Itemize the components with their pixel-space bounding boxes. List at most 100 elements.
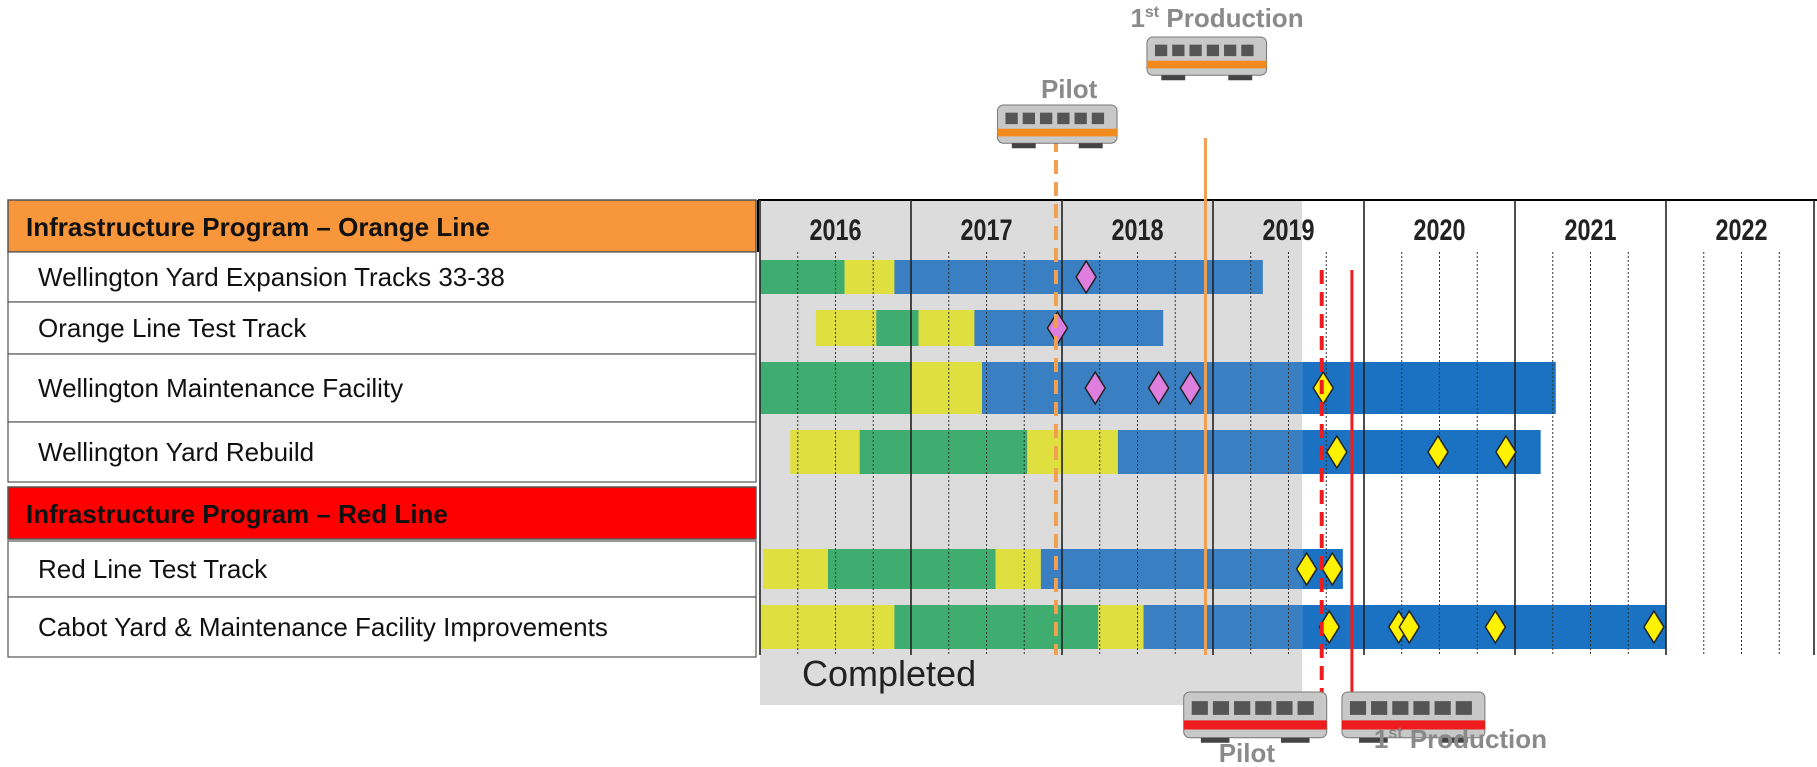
train-window [1172,44,1185,57]
row-label-cell-0-0 [7,251,757,303]
bar-segment-1-1-1 [894,605,1099,649]
bar-segment-1-1-3 [1143,605,1303,649]
bar-segment-1-0-3 [1040,549,1303,589]
bar-segment-1-0-0 [763,549,828,589]
year-label-2018: 2018 [1111,213,1163,246]
train-window [1191,701,1208,715]
bar-segment-0-1-0 [815,310,877,346]
bar-segment-0-3-1 [859,430,1028,474]
row-label-0-2: Wellington Maintenance Facility [38,373,403,403]
train-window [1057,112,1070,125]
milestone-diamond-1-1-3 [1484,609,1507,645]
train-window [1455,701,1472,715]
vehicle-label-0: Pilot [1041,74,1098,104]
milestone-diamond-0-3-2 [1495,434,1517,470]
milestone-diamond-1-0-1 [1321,551,1344,587]
milestone-diamond-0-3-1 [1427,434,1449,470]
bar-segment-0-1-1 [876,310,919,346]
train-stripe [1183,720,1327,730]
row-labels: Infrastructure Program – Orange LineWell… [7,199,757,658]
vehicle-train-0 [996,104,1118,149]
group-title-1: Infrastructure Program – Red Line [26,499,448,529]
bar-segment-0-3-3 [1117,430,1303,474]
row-label-0-3: Wellington Yard Rebuild [38,437,314,467]
bar-segment-1-1-2 [1098,605,1144,649]
bar-segment-0-1-3 [974,310,1164,346]
bar-segment-1-1-0 [760,605,895,649]
train-window [1154,44,1168,57]
bar-segment-0-3-2 [1027,430,1118,474]
train-window [1413,701,1430,715]
train-window [1212,701,1230,715]
group-header-0 [7,199,757,253]
completed-label: Completed [802,653,976,694]
train-window [1091,112,1105,125]
milestone-diamond-1-1-4 [1643,609,1665,645]
row-label-0-1: Orange Line Test Track [38,313,307,343]
train-stripe [1146,60,1267,69]
train-window [1039,112,1053,125]
milestone-diamond-1-1-2 [1398,609,1421,645]
bar-segment-1-0-2 [995,549,1041,589]
train-window [1349,701,1367,715]
train-window [1392,701,1409,715]
bar-segment-0-2-1 [911,362,982,414]
train-truck [1078,143,1103,149]
train-truck [1200,737,1230,743]
row-label-cell-0-2 [7,353,757,423]
train-window [1234,701,1251,715]
train-truck [1161,75,1186,81]
year-label-2020: 2020 [1413,213,1465,246]
train-window [1005,112,1018,125]
train-truck [1439,737,1468,743]
vehicle-train-2 [1183,691,1328,743]
vehicle-train-3 [1341,691,1486,743]
milestones-layer [1046,259,1665,645]
train-window [1206,44,1220,57]
train-window [1297,701,1314,715]
train-stripe [1341,720,1485,730]
milestone-diamond-0-0-0 [1075,259,1098,295]
row-label-0-0: Wellington Yard Expansion Tracks 33-38 [38,262,505,292]
train-window [1255,701,1272,715]
vehicle-label-1: 1st Production [1130,3,1303,33]
row-label-cell-0-3 [7,421,757,483]
year-label-2022: 2022 [1715,213,1767,246]
train-window [1022,112,1035,125]
train-window [1224,44,1237,57]
year-label-2019: 2019 [1262,213,1314,246]
train-window [1276,701,1293,715]
bar-segment-0-3-0 [790,430,860,474]
train-truck [1359,737,1388,743]
row-label-1-0: Red Line Test Track [38,554,268,584]
bar-segment-0-2-2 [981,362,1303,414]
bar-segment-1-1-4 [1302,605,1666,649]
vehicle-label-2: Pilot [1219,738,1276,767]
train-window [1074,112,1087,125]
vehicle-label-3: 1st Production [1374,724,1547,754]
milestone-diamond-0-2-2 [1179,370,1202,406]
train-stripe [997,128,1118,137]
bar-segment-0-1-2 [918,310,975,346]
train-window [1189,44,1202,57]
train-truck [1280,737,1310,743]
vehicle-train-1 [1146,36,1268,81]
group-title-0: Infrastructure Program – Orange Line [26,212,490,242]
milestone-diamond-0-2-1 [1147,370,1170,406]
train-truck [1228,75,1253,81]
year-label-2016: 2016 [809,213,861,246]
gridlines-layer [759,200,1815,655]
milestone-diamond-0-2-0 [1084,370,1107,406]
train-window [1371,701,1388,715]
train-truck [1011,143,1036,149]
group-header-1 [7,486,757,540]
milestone-diamond-1-0-0 [1295,551,1318,587]
year-label-2021: 2021 [1564,213,1616,246]
row-label-1-1: Cabot Yard & Maintenance Facility Improv… [38,612,608,642]
milestone-diamond-1-1-0 [1318,609,1341,645]
milestone-diamond-0-3-0 [1325,434,1348,470]
train-window [1241,44,1254,57]
row-label-cell-1-1 [7,596,757,658]
